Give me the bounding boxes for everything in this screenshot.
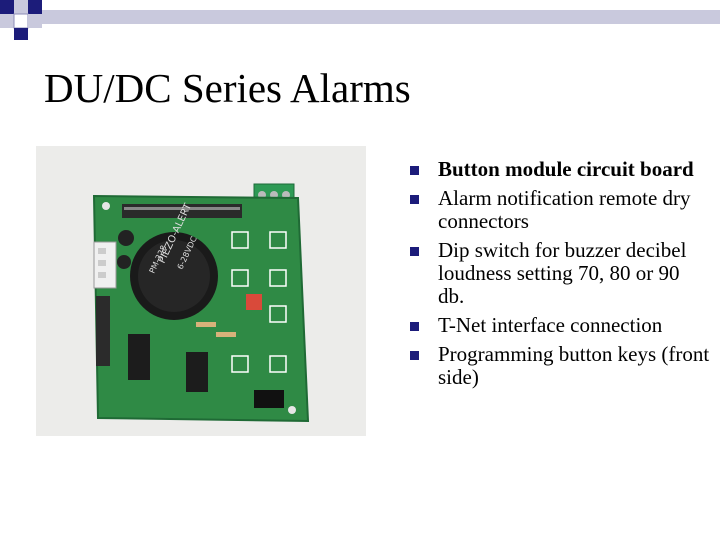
square-bullet-icon xyxy=(410,351,419,360)
square-bullet-icon xyxy=(410,195,419,204)
list-item: Button module circuit board xyxy=(410,158,710,181)
square-bullet-icon xyxy=(410,247,419,256)
dip-switch xyxy=(246,294,262,310)
list-item: Dip switch for buzzer decibel loudness s… xyxy=(410,239,710,308)
bullet-text: Alarm notification remote dry connectors xyxy=(438,186,691,233)
header-decoration xyxy=(0,0,720,40)
list-item: T-Net interface connection xyxy=(410,314,710,337)
bullet-text: T-Net interface connection xyxy=(438,313,663,337)
slide-title: DU/DC Series Alarms xyxy=(44,65,411,111)
bullet-list: Button module circuit board Alarm notifi… xyxy=(410,158,710,395)
bullet-text: Dip switch for buzzer decibel loudness s… xyxy=(438,238,687,308)
circuit-board-photo: PIEZO-ALERT 6-28VDC PM-328 xyxy=(36,146,366,436)
bullet-text: Programming button keys (front side) xyxy=(438,342,710,389)
bullet-text: Button module circuit board xyxy=(438,157,694,181)
list-item: Programming button keys (front side) xyxy=(410,343,710,389)
list-item: Alarm notification remote dry connectors xyxy=(410,187,710,233)
square-bullet-icon xyxy=(410,322,419,331)
square-bullet-icon xyxy=(410,166,419,175)
